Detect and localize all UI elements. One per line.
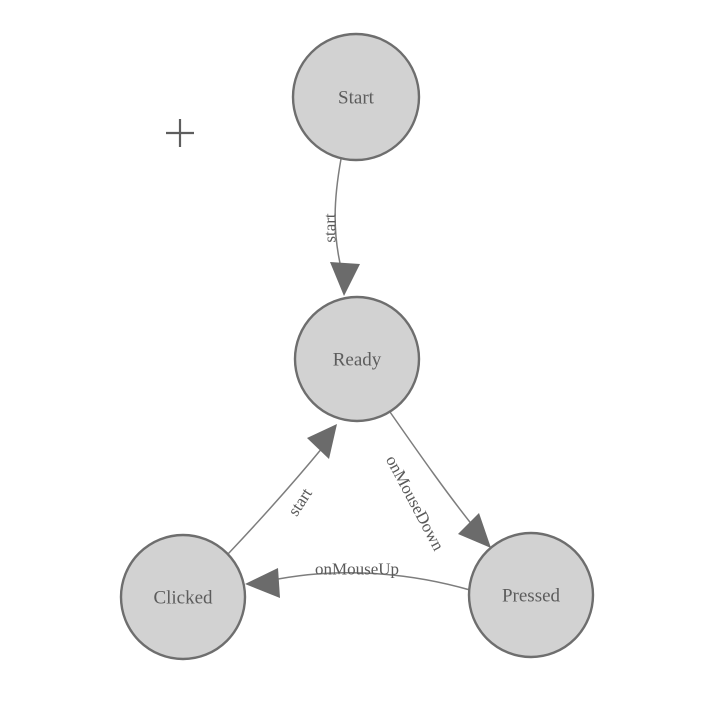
node-label-clicked: Clicked bbox=[153, 588, 213, 609]
arrowhead-icon bbox=[307, 424, 337, 459]
node-circle[interactable] bbox=[119, 533, 247, 661]
arrowhead-icon bbox=[458, 513, 491, 548]
node-label-ready: Ready bbox=[333, 350, 382, 371]
edge-path bbox=[227, 446, 324, 555]
edge-label-clicked-to-ready: start bbox=[284, 484, 316, 519]
node-clicked[interactable]: Clicked bbox=[119, 533, 247, 661]
edge-label-ready-to-pressed: onMouseDown bbox=[382, 452, 448, 554]
node-label-pressed: Pressed bbox=[502, 586, 561, 607]
edge-path bbox=[267, 572, 471, 591]
edge-label-pressed-to-clicked: onMouseUp bbox=[315, 560, 399, 579]
edge-start-to-ready[interactable]: start bbox=[321, 158, 361, 296]
edge-ready-to-pressed[interactable]: onMouseDown bbox=[382, 411, 491, 554]
crosshair-icon[interactable] bbox=[166, 119, 194, 147]
edge-label-start-to-ready: start bbox=[321, 213, 340, 243]
node-pressed[interactable]: Pressed bbox=[467, 531, 595, 659]
edge-pressed-to-clicked[interactable]: onMouseUp bbox=[245, 560, 471, 599]
node-circle[interactable] bbox=[467, 531, 595, 659]
node-ready[interactable]: Ready bbox=[293, 295, 421, 423]
node-circle[interactable] bbox=[293, 295, 421, 423]
edge-clicked-to-ready[interactable]: start bbox=[227, 424, 337, 555]
node-start[interactable]: Start bbox=[291, 32, 421, 162]
edge-path bbox=[389, 411, 478, 532]
node-label-start: Start bbox=[338, 88, 375, 109]
node-circle[interactable] bbox=[291, 32, 421, 162]
arrowhead-icon bbox=[245, 568, 280, 598]
arrowhead-icon bbox=[330, 262, 360, 296]
edge-path bbox=[334, 158, 343, 273]
